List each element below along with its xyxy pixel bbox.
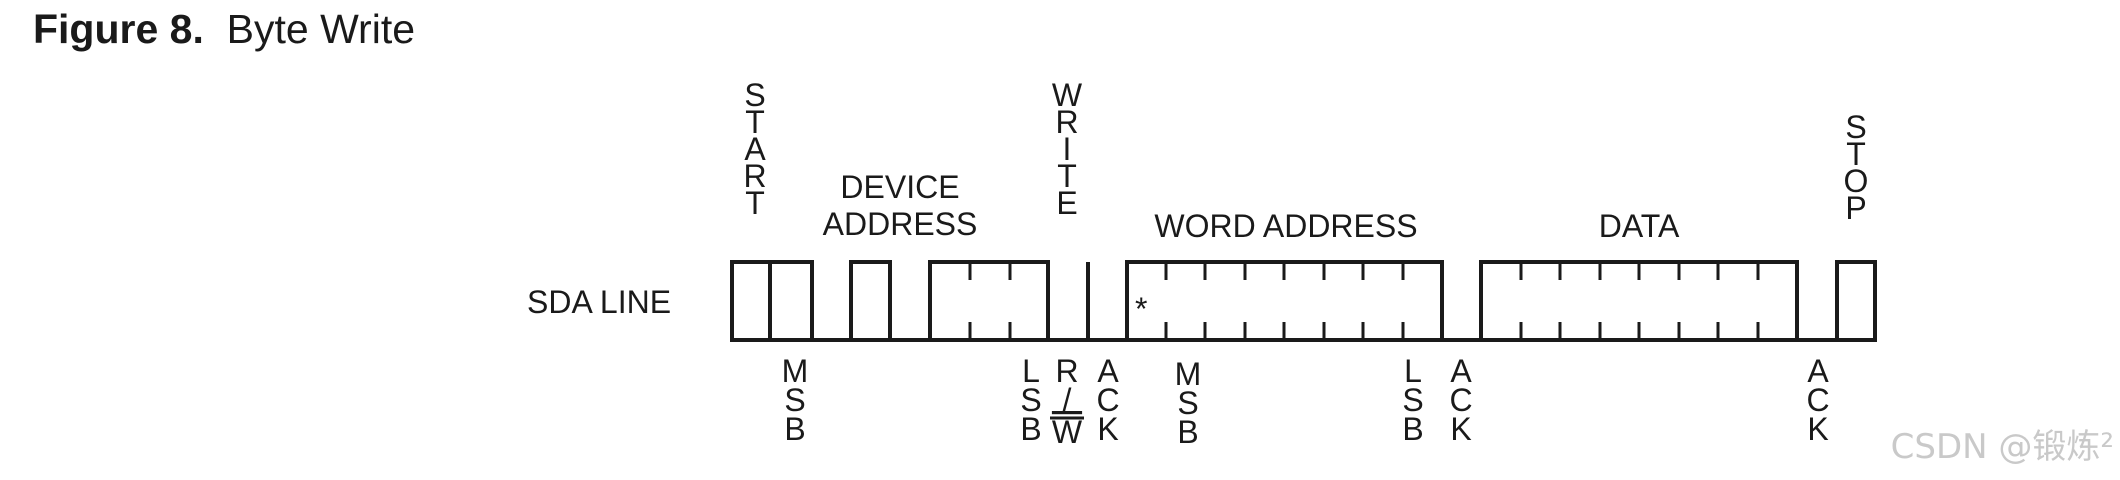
watermark: CSDN @锻炼² bbox=[1890, 427, 2114, 467]
data-bit-ticks bbox=[1519, 262, 1760, 340]
word-address-asterisk: * bbox=[1135, 291, 1147, 327]
device-address-label-line2: ADDRESS bbox=[823, 206, 978, 242]
figure-caption: Byte Write bbox=[226, 6, 416, 52]
word-address-bit-ticks bbox=[1164, 262, 1405, 340]
figure-title: Figure 8. Byte Write bbox=[33, 6, 415, 53]
data-label: DATA bbox=[1599, 208, 1680, 244]
figure-number: Figure 8. bbox=[33, 6, 204, 52]
write-bar-label: W bbox=[1052, 414, 1083, 450]
sda-waveform bbox=[730, 260, 1877, 342]
word-address-label: WORD ADDRESS bbox=[1154, 208, 1417, 244]
read-write-slash-label: R/ bbox=[1055, 353, 1078, 418]
device-address-bit-ticks bbox=[968, 262, 1012, 340]
sda-line-label: SDA LINE bbox=[527, 284, 671, 320]
device-address-label-line1: DEVICE bbox=[840, 169, 959, 205]
